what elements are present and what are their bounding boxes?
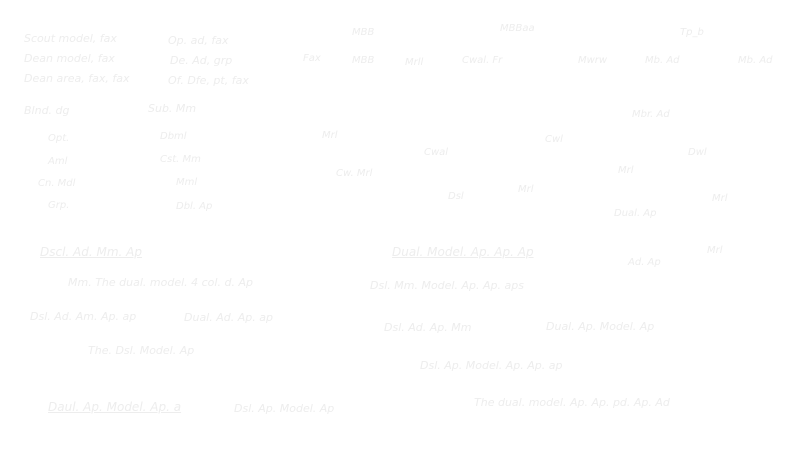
list-item: Cst. Mm [160, 154, 201, 165]
legend-item: Scout model, fax [24, 32, 117, 45]
top-label: MBBaa [500, 23, 535, 34]
top-label: Tp_b [680, 27, 704, 38]
top-label: Mrll [405, 57, 424, 68]
legend-item: De. Ad, grp [170, 54, 233, 67]
top-label: Cwal. Fr [462, 55, 503, 66]
list-item: Dbml [160, 131, 187, 142]
legend-item: Op. ad, fax [168, 34, 229, 47]
list-item: Grp. [48, 200, 70, 211]
caption-text: Dual. Ad. Ap. ap [184, 311, 273, 324]
scatter-label: Ad. Ap [628, 257, 661, 268]
caption-text: Dsl. Ap. Model. Ap [234, 402, 335, 415]
caption-text: Dual. Ap. Model. Ap [546, 320, 655, 333]
list-item: Cn. Mdl [38, 178, 76, 189]
list-item: Mml [176, 177, 198, 188]
scatter-label: Mrl [322, 130, 338, 141]
caption-text: Dsl. Ad. Am. Ap. ap [30, 310, 137, 323]
top-label: Mb. Ad [645, 55, 680, 66]
top-label: Mwrw [578, 55, 608, 66]
legend-item: Dean model, fax [24, 52, 115, 65]
scatter-label: Dwl [688, 147, 707, 158]
legend-item: Dean area, fax, fax [24, 72, 130, 85]
legend-item: Of. Dfe, pt, fax [168, 74, 249, 87]
section-header: Sub. Mm [148, 102, 197, 115]
scatter-label: Mrl [618, 165, 634, 176]
list-item: Dbl. Ap [176, 201, 213, 212]
scatter-label: Mrl [707, 245, 723, 256]
list-item: Aml [48, 156, 68, 167]
list-item: Opt. [48, 133, 70, 144]
scatter-label: Mrl [518, 184, 534, 195]
caption-heading: Daul. Ap. Model. Ap. a [48, 400, 182, 414]
scatter-label: Dsl [448, 191, 464, 202]
scatter-label: Cw. Mrl [336, 168, 373, 179]
caption-heading: Dual. Model. Ap. Ap. Ap [392, 245, 534, 259]
scatter-label: Cwal [424, 147, 449, 158]
top-label: MBB [352, 27, 375, 38]
top-label: MBB [352, 55, 375, 66]
section-header: Blnd. dg [24, 104, 70, 117]
caption-text: Dsl. Mm. Model. Ap. Ap. aps [370, 279, 524, 292]
caption-text: The dual. model. Ap. Ap. pd. Ap. Ad [474, 396, 670, 409]
scatter-label: Mrl [712, 193, 728, 204]
caption-text: The. Dsl. Model. Ap [88, 344, 195, 357]
top-label: Mb. Ad [738, 55, 773, 66]
caption-text: Dsl. Ap. Model. Ap. Ap. ap [420, 359, 563, 372]
caption-text: Mm. The dual. model. 4 col. d. Ap [68, 276, 253, 289]
caption-text: Dsl. Ad. Ap. Mm [384, 321, 472, 334]
scatter-label: Cwl [545, 134, 563, 145]
section-header: Mbr. Ad [632, 109, 670, 120]
caption-heading: Dscl. Ad. Mm. Ap [40, 245, 143, 259]
top-label: Fax [303, 53, 321, 64]
scatter-label: Dual. Ap [614, 208, 657, 219]
